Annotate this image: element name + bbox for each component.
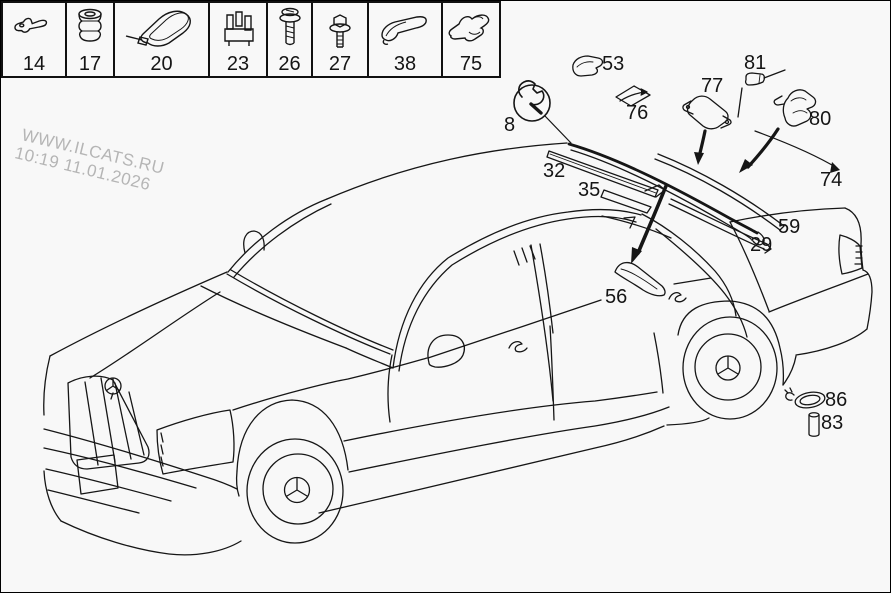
retaining-clip-icon — [6, 5, 62, 51]
fastener-box-23: 23 — [210, 3, 268, 76]
rear-wheel — [667, 301, 796, 425]
fastener-box-38: 38 — [369, 3, 443, 76]
side-mirror — [428, 335, 464, 367]
clamp-part-80 — [774, 90, 815, 126]
washer-screw-icon — [268, 5, 312, 53]
fastener-box-75: 75 — [443, 3, 499, 76]
antenna-base — [244, 231, 264, 253]
callout-56: 56 — [605, 286, 628, 308]
hood-star-emblem — [105, 378, 121, 399]
edge-clip-icon — [443, 5, 499, 53]
taillight — [839, 235, 862, 274]
pad-part-76 — [616, 86, 650, 106]
callout-29: 29 — [750, 234, 773, 256]
roof-molding-strip-32 — [547, 151, 658, 197]
callout-76: 76 — [626, 102, 649, 124]
callout-74: 74 — [820, 169, 843, 191]
callout-32: 32 — [543, 160, 566, 182]
belt-molding-56 — [615, 263, 665, 296]
callout-80: 80 — [809, 108, 832, 130]
leader-8 — [545, 116, 571, 143]
fastener-number: 23 — [226, 53, 250, 75]
fastener-number: 38 — [393, 53, 417, 75]
grille — [68, 376, 149, 469]
car-line-drawing — [44, 143, 872, 555]
fastener-box-17: 17 — [67, 3, 115, 76]
fastener-number: 75 — [459, 53, 483, 75]
cable-tie-icon — [118, 5, 206, 53]
wrench-in-circle-icon — [514, 81, 550, 121]
belt-line — [428, 300, 601, 358]
fastener-number: 14 — [22, 53, 46, 75]
fastener-number: 26 — [278, 53, 301, 75]
license-plate — [77, 455, 118, 494]
hose-clamp-part-86 — [785, 388, 826, 410]
rear-door-handle — [669, 293, 686, 302]
front-wheel — [237, 400, 348, 543]
roof-molding-strip-35 — [601, 185, 665, 213]
molding-strip-59 — [655, 154, 784, 230]
leader-74 — [755, 131, 837, 168]
front-door-handle — [509, 342, 527, 352]
molding-strip-29 — [669, 199, 771, 253]
clip-part-53 — [573, 56, 603, 76]
fastener-box-27: 27 — [313, 3, 369, 76]
cover-clip-icon — [370, 5, 440, 53]
pointer-arrows — [545, 116, 840, 264]
callout-81: 81 — [744, 52, 767, 74]
callout-59: 59 — [778, 216, 801, 238]
sleeve-part-83 — [809, 413, 819, 437]
spring-clip-icon — [210, 5, 266, 53]
pin-part-81 — [738, 70, 785, 117]
callout-53: 53 — [602, 53, 625, 75]
fastener-number: 27 — [328, 53, 352, 75]
bracket-part-77 — [683, 96, 731, 129]
callout-35: 35 — [578, 179, 601, 201]
headlight — [157, 410, 234, 474]
fastener-box-26: 26 — [268, 3, 313, 76]
hex-bolt-icon — [314, 5, 366, 53]
callout-77: 77 — [701, 75, 724, 97]
fastener-box-14: 14 — [3, 3, 67, 76]
front-bumper — [44, 429, 241, 555]
callout-8: 8 — [504, 114, 516, 136]
fastener-legend-strip: 14 17 20 23 — [1, 1, 501, 78]
callout-83: 83 — [821, 412, 844, 434]
fastener-box-20: 20 — [115, 3, 210, 76]
fastener-number: 20 — [150, 53, 173, 75]
rubber-grommet-icon — [66, 5, 114, 51]
callout-86: 86 — [825, 389, 848, 411]
fastener-number: 17 — [78, 53, 102, 75]
